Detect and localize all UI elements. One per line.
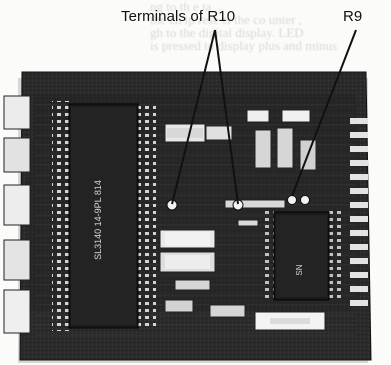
- main-ic-marking: SL3140 14-9PL 814: [93, 180, 103, 260]
- main-ic: SL3140 14-9PL 814: [52, 101, 156, 331]
- right-edge-pins: [350, 118, 368, 306]
- background-page-text: ng to th e ta ... the ch ip rese ts the …: [150, 0, 338, 53]
- terminals-of-r10-label: Terminals of R10: [121, 8, 236, 25]
- r9-label: R9: [343, 8, 363, 25]
- right-ic-marking: SN: [295, 264, 304, 275]
- callout-lines: [171, 29, 357, 205]
- right-ic: SN: [262, 210, 341, 301]
- left-edge-connectors: [3, 95, 31, 334]
